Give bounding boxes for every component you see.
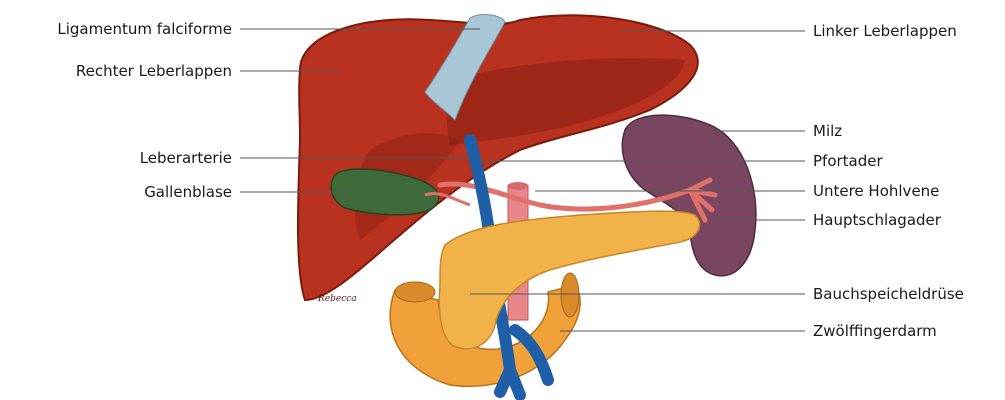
duodenum-opening-right <box>561 273 579 317</box>
label-hauptschlagader: Hauptschlagader <box>813 210 941 230</box>
label-zwoelffingerdarm: Zwölffingerdarm <box>813 321 937 341</box>
label-linker-leberlappen: Linker Leberlappen <box>813 21 957 41</box>
aorta-top <box>508 182 528 190</box>
label-untere-hohlvene: Untere Hohlvene <box>813 181 939 201</box>
label-gallenblase: Gallenblase <box>0 182 232 202</box>
label-milz: Milz <box>813 121 842 141</box>
spleen-shape <box>622 115 756 276</box>
label-bauchspeicheldruese: Bauchspeicheldrüse <box>813 284 964 304</box>
label-rechter-leberlappen: Rechter Leberlappen <box>0 61 232 81</box>
artist-signature: Rebecca <box>317 294 357 304</box>
label-pfortader: Pfortader <box>813 151 883 171</box>
duodenum-opening-left <box>395 282 435 302</box>
label-ligamentum-falciforme: Ligamentum falciforme <box>0 19 232 39</box>
label-leberarterie: Leberarterie <box>0 148 232 168</box>
